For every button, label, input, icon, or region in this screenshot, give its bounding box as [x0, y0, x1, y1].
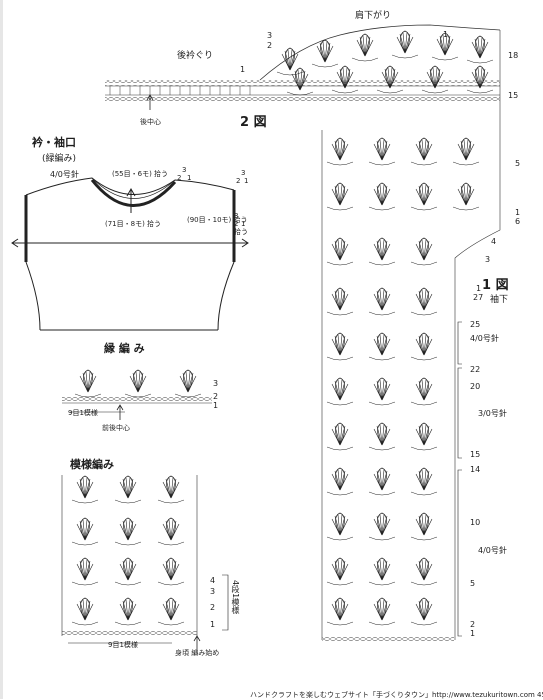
diagram-1-title: 1 図	[482, 278, 509, 293]
d1-row-15: 15	[470, 450, 481, 459]
d1-row-1c: 1	[470, 629, 476, 638]
d1-needle-c: 4/0号針	[478, 546, 507, 555]
d1-row-3: 3	[485, 255, 491, 264]
d1-needle-a: 4/0号針	[470, 334, 499, 343]
d1-row-20: 20	[470, 382, 481, 391]
d1-row-22: 22	[470, 365, 481, 374]
cuff-pick-label: 拾う	[234, 228, 248, 236]
diagram-1-subtitle: 袖下	[490, 295, 509, 305]
cuff-row-2: 2	[236, 177, 241, 185]
d1-row-14: 14	[470, 465, 481, 474]
pattern-title: 模様編み	[70, 458, 114, 471]
cuff-row-3b: 3	[234, 212, 239, 220]
edging-row-2: 2	[213, 392, 219, 401]
d1-row-27: 27	[473, 293, 484, 302]
cuff-row-2b: 2	[234, 220, 239, 228]
cuff-row-3: 3	[241, 169, 246, 177]
d1-row-6: 6	[515, 217, 521, 226]
d1-row-2: 2	[470, 620, 476, 629]
row-brackets	[457, 321, 462, 637]
d1-row-1: 1	[515, 208, 521, 217]
collar-row-1: 1	[187, 174, 192, 182]
d1-row-5: 5	[515, 159, 521, 168]
collar-title: 衿・袖口	[32, 136, 76, 149]
cuff-row-1b: 1	[241, 220, 246, 228]
back-pick-label: (71目・8モ) 拾う	[105, 220, 162, 228]
row-15: 15	[508, 91, 519, 100]
d1-row-4: 4	[491, 237, 497, 246]
shoulder-label: 肩下がり	[355, 11, 392, 21]
pattern-repeat: 9目1模様	[108, 641, 138, 649]
pattern-start: 身頃 編み始め	[175, 649, 220, 657]
row-1-neck: 1	[240, 65, 246, 74]
d1-needle-b: 3/0号針	[478, 409, 507, 418]
d1-row-1b: 1	[476, 284, 482, 293]
row-3: 3	[267, 31, 273, 40]
collar-row-3: 3	[182, 166, 187, 174]
sleeve-pick-label: (90目・10モ) 拾う	[187, 216, 248, 224]
row-18: 18	[508, 51, 519, 60]
edging-chart	[62, 369, 212, 420]
page-footer: ハンドクラフトを楽しむウェブサイト「手づくりタウン」http://www.tez…	[250, 691, 543, 699]
garment-outline	[11, 177, 249, 331]
row-2: 2	[267, 41, 273, 50]
pattern-row-2: 2	[210, 603, 216, 612]
d1-row-5b: 5	[470, 579, 476, 588]
row-1-top: 1	[443, 30, 449, 39]
diagram-1	[321, 110, 501, 642]
cuff-row-1: 1	[244, 177, 249, 185]
edging-row-3: 3	[213, 379, 219, 388]
diagram-2-title: 2 図	[240, 115, 267, 130]
d1-row-10: 10	[470, 518, 481, 527]
diagram-2	[105, 24, 501, 110]
edging-title: 縁 編 み	[104, 342, 145, 355]
page-edge	[0, 0, 3, 699]
collar-subtitle: (緑編み)	[42, 154, 77, 164]
pattern-row-4: 4	[210, 576, 216, 585]
front-pick-label: (55目・6モ) 拾う	[112, 170, 169, 178]
back-center-label: 後中心	[140, 118, 161, 126]
collar-needle: 4/0号針	[50, 170, 79, 179]
pattern-row-1: 1	[210, 620, 216, 629]
pattern-row-3: 3	[210, 587, 216, 596]
edging-center: 前後中心	[102, 424, 130, 432]
d1-row-25: 25	[470, 320, 481, 329]
collar-row-2: 2	[177, 174, 182, 182]
pattern-chart	[61, 475, 229, 654]
edging-repeat: 9目1模様	[68, 409, 98, 417]
back-neck-label: 後衿ぐり	[177, 51, 214, 61]
pattern-repeat-rows: 4段1模様	[231, 580, 240, 615]
edging-row-1: 1	[213, 401, 219, 410]
